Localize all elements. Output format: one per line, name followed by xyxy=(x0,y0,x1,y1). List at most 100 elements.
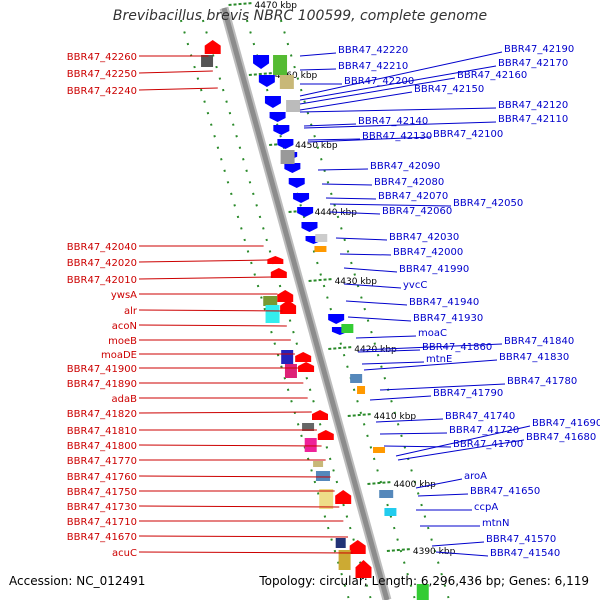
tick-label: 4450 kbp xyxy=(295,141,338,151)
guide-rail-inner-left xyxy=(179,19,350,599)
left-gene-label: BBR47_42260 xyxy=(67,52,137,63)
tick-mark xyxy=(228,2,253,6)
left-gene-label: ywsA xyxy=(111,290,137,301)
left-gene-label: BBR47_42020 xyxy=(67,258,137,269)
left-gene-label: BBR47_41800 xyxy=(67,441,137,452)
reverse-gene-arrow xyxy=(253,55,270,69)
forward-gene-arrow xyxy=(267,256,284,264)
right-gene-label: BBR47_42190 xyxy=(504,44,574,55)
right-gene-label: BBR47_41780 xyxy=(507,376,577,387)
left-gene-label: moeB xyxy=(108,336,137,347)
right-gene-label: BBR47_41840 xyxy=(504,336,574,347)
reverse-gene-orange xyxy=(373,447,386,453)
right-label-connector xyxy=(435,551,489,557)
forward-gene-olive xyxy=(263,296,278,306)
forward-gene-cyan xyxy=(265,305,280,323)
forward-gene-arrow xyxy=(270,268,287,278)
left-label-connector xyxy=(138,411,312,414)
right-gene-label: BBR47_41700 xyxy=(453,439,523,450)
right-label-connector xyxy=(347,316,412,322)
reverse-gene-arrow xyxy=(297,207,314,217)
right-label-connector xyxy=(299,51,503,97)
left-gene-label: BBR47_41820 xyxy=(67,409,137,420)
forward-gene-dark xyxy=(302,423,315,431)
right-gene-label: BBR47_41740 xyxy=(445,411,515,422)
right-gene-label: BBR47_42210 xyxy=(338,61,408,72)
right-label-connector xyxy=(321,183,373,186)
forward-gene-navy xyxy=(281,350,294,364)
right-label-connector xyxy=(325,197,377,200)
forward-gene-gold xyxy=(338,550,351,570)
right-label-connector xyxy=(395,425,531,457)
right-gene-label: BBR47_42160 xyxy=(457,70,527,81)
reverse-gene-arrow xyxy=(328,314,345,324)
reverse-gene-arrow xyxy=(277,139,294,149)
page-title: Brevibacillus brevis NBRC 100599, comple… xyxy=(112,8,488,24)
tick-label: 4410 kbp xyxy=(374,412,417,422)
reverse-gene-green xyxy=(416,584,429,600)
right-label-connector xyxy=(375,418,444,423)
reverse-gene-arrow xyxy=(269,112,286,122)
left-gene-label: BBR47_41710 xyxy=(67,517,137,528)
reverse-gene-arrow xyxy=(284,163,301,173)
forward-gene-tan xyxy=(313,461,324,467)
left-label-connector xyxy=(138,276,273,280)
right-gene-label: ccpA xyxy=(474,502,498,513)
left-gene-label: BBR47_42040 xyxy=(67,242,137,253)
right-label-connector xyxy=(299,68,337,71)
reverse-gene-arrow xyxy=(301,222,318,232)
left-gene-label: BBR47_41760 xyxy=(67,472,137,483)
right-label-connector xyxy=(369,395,432,401)
tick-label: 4390 kbp xyxy=(413,547,456,557)
left-gene-label: BBR47_42010 xyxy=(67,275,137,286)
forward-gene-arrow xyxy=(295,352,312,362)
right-gene-label: BBR47_41570 xyxy=(486,534,556,545)
right-label-connector xyxy=(357,349,421,353)
right-label-connector xyxy=(299,52,337,57)
left-label-connector xyxy=(138,475,331,478)
right-gene-label: BBR47_41650 xyxy=(470,486,540,497)
tick-mark xyxy=(328,346,353,350)
reverse-gene-arrow xyxy=(293,193,310,203)
right-gene-label: BBR47_41930 xyxy=(413,313,483,324)
right-gene-label: BBR47_42000 xyxy=(393,247,463,258)
right-label-connector xyxy=(415,478,463,489)
left-gene-label: BBR47_41900 xyxy=(67,364,137,375)
left-gene-label: BBR47_42250 xyxy=(67,69,137,80)
tick-mark xyxy=(367,481,392,485)
right-gene-label: BBR47_42050 xyxy=(453,198,523,209)
right-gene-label: BBR47_42220 xyxy=(338,45,408,56)
genome-summary: Topology: circular; Length: 6,296,436 bp… xyxy=(259,574,589,588)
left-label-connector xyxy=(138,309,283,312)
right-label-connector xyxy=(317,168,369,171)
right-gene-label: BBR47_42120 xyxy=(498,100,568,111)
left-label-connector xyxy=(138,70,213,74)
reverse-strand-genes xyxy=(253,55,429,600)
reverse-gene-cyan xyxy=(384,508,397,516)
forward-gene-navy xyxy=(335,538,346,548)
reverse-gene-arrow xyxy=(288,178,305,188)
left-gene-label: acuC xyxy=(112,548,137,559)
right-label-connector xyxy=(299,77,456,105)
right-gene-label: moaC xyxy=(418,328,447,339)
right-label-connector xyxy=(299,107,497,113)
right-label-connector xyxy=(303,121,497,129)
right-gene-label: BBR47_41720 xyxy=(449,425,519,436)
right-gene-label: BBR47_42090 xyxy=(370,161,440,172)
right-gene-label: mtnE xyxy=(426,354,452,365)
right-label-connector xyxy=(343,283,402,289)
forward-gene-arrow xyxy=(349,540,366,554)
right-label-connector xyxy=(379,432,448,435)
right-gene-label: mtnN xyxy=(482,518,509,529)
tick-mark xyxy=(347,413,372,417)
right-gene-label: aroA xyxy=(464,471,487,482)
tick-mark xyxy=(248,72,273,76)
reverse-gene-orange xyxy=(314,246,327,252)
forward-gene-magenta xyxy=(304,438,317,452)
right-label-connector xyxy=(329,211,381,215)
right-label-connector xyxy=(361,361,425,365)
forward-strand-genes xyxy=(201,40,372,578)
right-gene-label: BBR47_42070 xyxy=(378,191,448,202)
